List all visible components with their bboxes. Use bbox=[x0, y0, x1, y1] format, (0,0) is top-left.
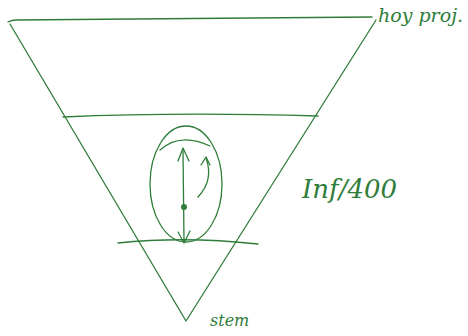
ellipse bbox=[150, 126, 222, 242]
handwritten-label: Inf/400 bbox=[302, 176, 397, 202]
dot bbox=[181, 204, 187, 210]
band-line bbox=[63, 114, 318, 117]
arrowhead bbox=[178, 231, 190, 243]
handwritten-label: hoy proj. bbox=[378, 6, 463, 25]
arrowhead bbox=[178, 148, 189, 161]
arrowhead bbox=[201, 157, 210, 165]
top-line bbox=[8, 17, 372, 22]
handwritten-label: stem bbox=[210, 313, 249, 329]
double-arrow bbox=[183, 150, 184, 242]
curved-arrow bbox=[198, 158, 209, 197]
sketch-stroke bbox=[160, 140, 210, 150]
funnel-outline bbox=[10, 20, 376, 321]
